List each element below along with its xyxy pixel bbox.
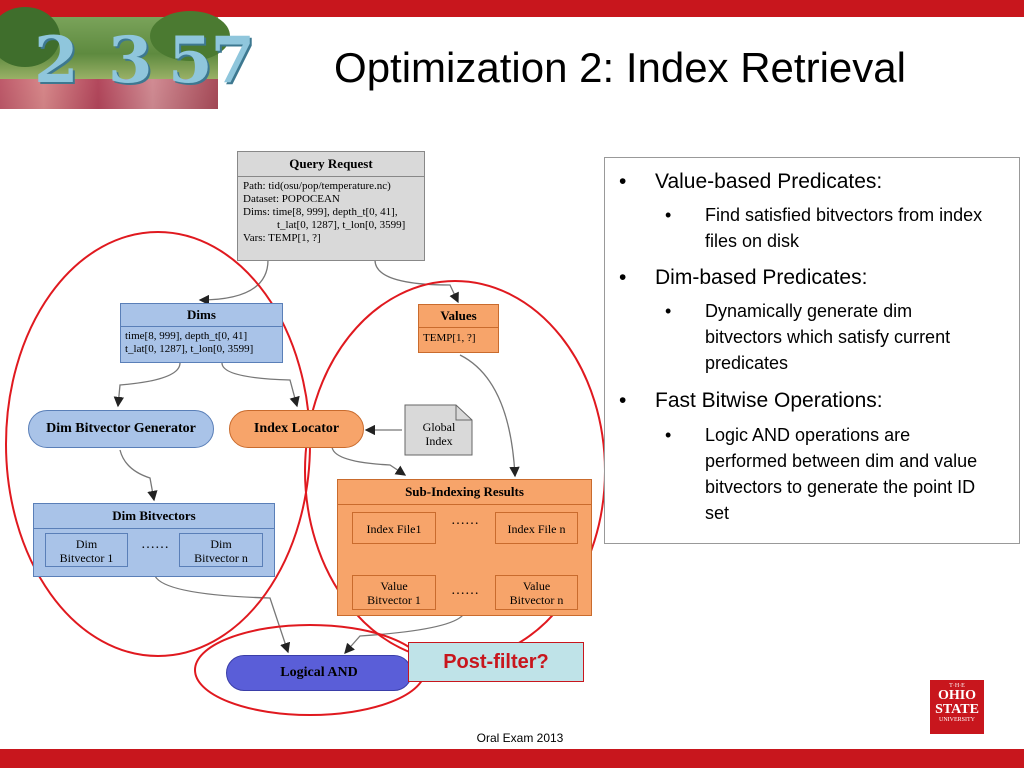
- photo-number-2: 2: [34, 23, 79, 98]
- logical-and: Logical AND: [226, 655, 412, 691]
- sub-bullet-dot: •: [665, 425, 672, 445]
- global-index-line2: Index: [425, 434, 453, 448]
- bullet-dot: •: [619, 170, 627, 193]
- index-locator: Index Locator: [229, 410, 364, 448]
- header-photo: 2 3 57: [0, 7, 255, 109]
- query-vars: Vars: TEMP[1, ?]: [243, 232, 321, 244]
- values-line: TEMP[1, ?]: [423, 332, 476, 344]
- dim-bitvector-1: Dim Bitvector 1: [45, 533, 128, 567]
- bottom-red-bar: [0, 749, 1024, 768]
- value-bitvector-n: Value Bitvector n: [495, 575, 578, 610]
- dims-line-1: time[8, 999], depth_t[0, 41]: [125, 330, 248, 342]
- dims-title: Dims: [121, 304, 282, 327]
- query-dataset: Dataset: POPOCEAN: [243, 193, 340, 205]
- bullet-text: Dim-based Predicates:: [655, 266, 868, 289]
- values-box: Values TEMP[1, ?]: [418, 304, 499, 353]
- logo-line1: T·H·E: [949, 683, 965, 689]
- query-dims: Dims: time[8, 999], depth_t[0, 41],: [243, 206, 398, 218]
- global-index-label: Global Index: [404, 420, 474, 448]
- sub-bullet-dot: •: [665, 301, 672, 321]
- query-request-box: Query Request Path: tid(osu/pop/temperat…: [237, 151, 425, 261]
- value-bitvector-1-line2: Bitvector 1: [367, 593, 421, 607]
- query-dims-cont: t_lat[0, 1287], t_lon[0, 3599]: [277, 219, 406, 231]
- logo-line2: OHIO: [937, 688, 977, 703]
- query-path: Path: tid(osu/pop/temperature.nc): [243, 180, 391, 192]
- dims-box: Dims time[8, 999], depth_t[0, 41] t_lat[…: [120, 303, 283, 363]
- footer-text: Oral Exam 2013: [476, 731, 564, 745]
- logo-line4: UNIVERSITY: [939, 717, 975, 723]
- sub-bullet-text: Find satisfied bitvectors from index fil…: [705, 205, 983, 251]
- bullet-text: Value-based Predicates:: [655, 170, 883, 193]
- global-index-line1: Global: [422, 420, 456, 434]
- dim-bitvector-n-line1: Dim: [210, 537, 232, 551]
- query-request-title: Query Request: [238, 152, 424, 177]
- dim-bitvectors-ellipsis: ……: [141, 537, 169, 552]
- top-red-bar: [0, 0, 1024, 17]
- sub-indexing-title: Sub-Indexing Results: [338, 480, 591, 505]
- photo-number-3: 3: [108, 23, 153, 98]
- value-bitvector-n-line1: Value: [522, 579, 551, 593]
- dim-bitvector-n-line2: Bitvector n: [194, 551, 248, 565]
- slide-title: Optimization 2: Index Retrieval: [334, 44, 906, 91]
- logo-line3: STATE: [935, 702, 979, 717]
- dims-line-2: t_lat[0, 1287], t_lon[0, 3599]: [125, 343, 254, 355]
- photo-number-57: 57: [168, 23, 255, 98]
- post-filter-callout: Post-filter?: [408, 642, 584, 682]
- index-file-1: Index File1: [352, 512, 436, 544]
- dim-bitvectors-title: Dim Bitvectors: [34, 504, 274, 529]
- bullet-panel: • Value-based Predicates: • Find satisfi…: [604, 157, 1020, 544]
- ohio-state-logo: T·H·E OHIO STATE UNIVERSITY: [930, 680, 984, 734]
- bullet-dot: •: [619, 266, 627, 289]
- values-title: Values: [419, 305, 498, 328]
- dim-bitvector-1-line2: Bitvector 1: [59, 551, 114, 565]
- value-bitvectors-ellipsis: ……: [451, 583, 479, 598]
- dim-bitvector-n: Dim Bitvector n: [179, 533, 263, 567]
- dim-bitvector-1-line1: Dim: [75, 537, 98, 551]
- sub-bullet-text: Logic AND operations are performed betwe…: [705, 425, 978, 523]
- index-file-n: Index File n: [495, 512, 578, 544]
- bullet-text: Fast Bitwise Operations:: [655, 389, 883, 412]
- sub-bullet-dot: •: [665, 205, 672, 225]
- value-bitvector-n-line2: Bitvector n: [509, 593, 564, 607]
- value-bitvector-1-line1: Value: [380, 579, 408, 593]
- bullet-dot: •: [619, 389, 627, 412]
- global-index-doc-icon: [404, 404, 473, 456]
- sub-bullet-text: Dynamically generate dim bitvectors whic…: [705, 301, 951, 373]
- index-files-ellipsis: ……: [451, 513, 479, 528]
- value-bitvector-1: Value Bitvector 1: [352, 575, 436, 610]
- dim-bitvector-generator: Dim Bitvector Generator: [28, 410, 214, 448]
